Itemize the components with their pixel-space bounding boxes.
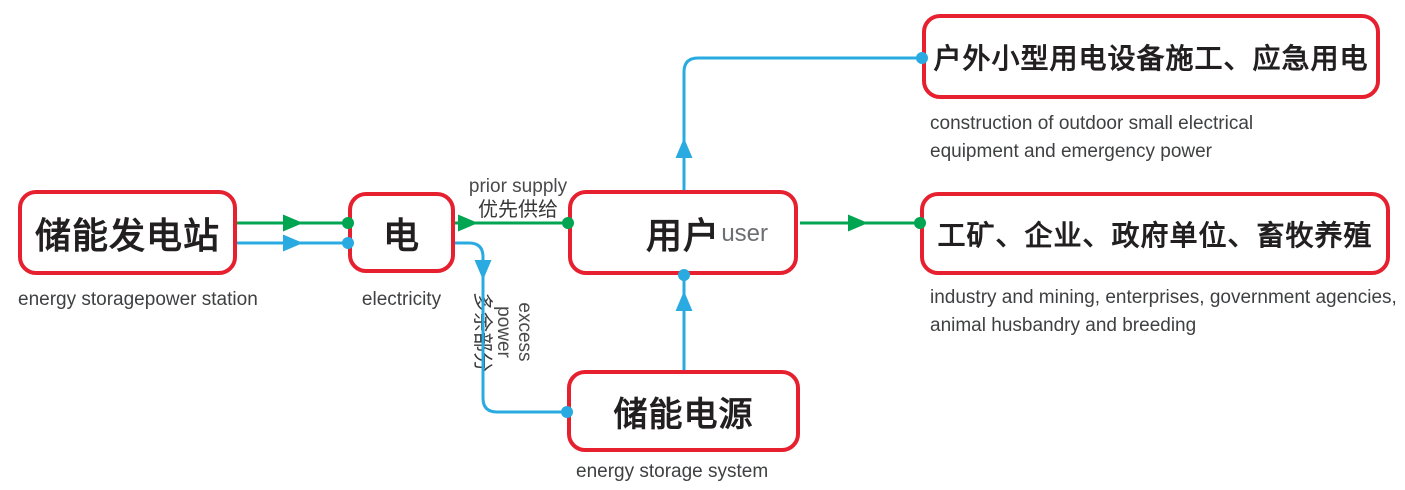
edge-label-en: excess power bbox=[493, 302, 535, 362]
caption-electricity: electricity bbox=[361, 289, 442, 310]
edge-label-excess-power: excess power 多余部分 bbox=[471, 276, 535, 388]
caption-storage: energy storage system bbox=[576, 461, 769, 482]
node-outdoor-small-equipment: 户外小型用电设备施工、应急用电 bbox=[922, 14, 1380, 99]
edge-label-zh: 优先供给 bbox=[478, 199, 558, 221]
arrow-user-to-outdoor bbox=[682, 56, 922, 190]
edge-label-prior-supply: prior supply 优先供给 bbox=[450, 175, 586, 222]
arrowhead-right-icon bbox=[848, 214, 868, 232]
node-label: 用户 bbox=[645, 214, 720, 256]
edge-label-zh: 多余部分 bbox=[471, 292, 493, 372]
node-label: 工矿、企业、政府单位、畜牧养殖 bbox=[937, 219, 1373, 251]
arrowhead-right-icon bbox=[283, 234, 303, 252]
edge-label-en: prior supply bbox=[468, 176, 568, 197]
arrowhead-up-icon bbox=[675, 138, 693, 158]
arrowhead-right-icon bbox=[283, 214, 303, 232]
node-energy-storage-power-station: 储能发电站 bbox=[18, 190, 237, 275]
node-energy-storage-system: 储能电源 bbox=[567, 370, 800, 452]
caption-station: energy storagepower station bbox=[18, 289, 258, 310]
node-industry-users: 工矿、企业、政府单位、畜牧养殖 bbox=[920, 192, 1390, 275]
node-sublabel: user bbox=[721, 219, 768, 247]
node-electricity: 电 bbox=[348, 192, 455, 273]
arrowhead-up-icon bbox=[675, 291, 693, 311]
node-user: 用户 user bbox=[568, 190, 798, 275]
node-label: 户外小型用电设备施工、应急用电 bbox=[933, 42, 1369, 74]
node-label: 电 bbox=[382, 214, 420, 256]
caption-industry: industry and mining, enterprises, govern… bbox=[930, 287, 1397, 336]
node-label: 储能电源 bbox=[613, 395, 754, 434]
node-label: 储能发电站 bbox=[34, 214, 220, 256]
caption-outdoor: construction of outdoor small electrical… bbox=[930, 113, 1254, 162]
